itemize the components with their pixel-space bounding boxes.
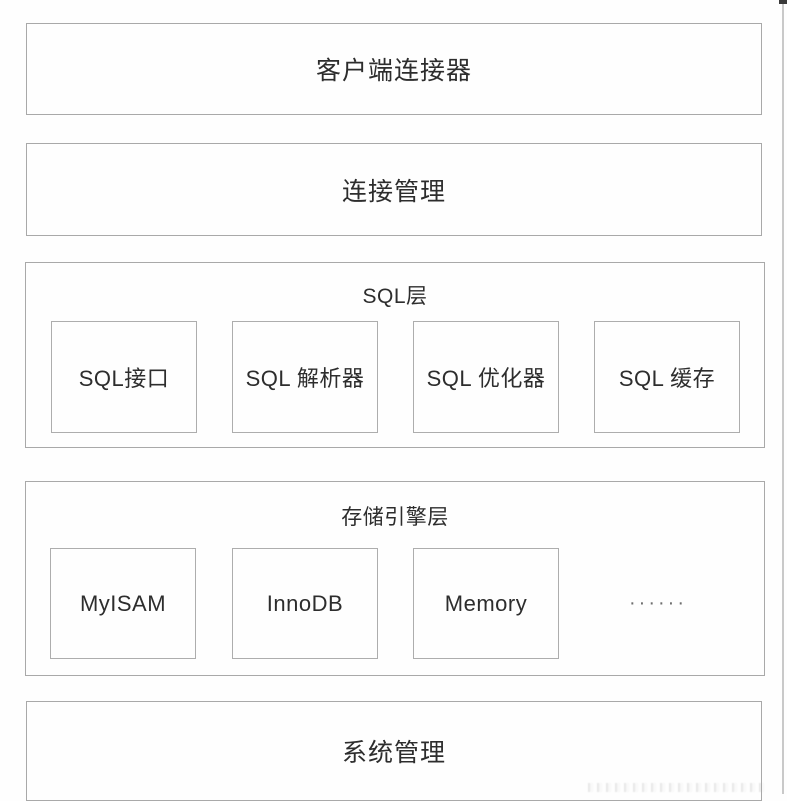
storage-engine-layer-title: 存储引擎层	[341, 506, 449, 529]
sql-cache-box: SQL 缓存	[594, 321, 740, 433]
watermark	[588, 783, 766, 792]
memory-engine-box: Memory	[413, 548, 559, 659]
layer-client-connector: 客户端连接器	[26, 23, 762, 115]
sql-parser-box: SQL 解析器	[232, 321, 378, 433]
more-engines-ellipsis: ······	[629, 592, 687, 614]
myisam-engine-box: MyISAM	[50, 548, 196, 659]
innodb-engine-box: InnoDB	[232, 548, 378, 659]
connection-management-label: 连接管理	[341, 177, 446, 206]
sql-layer-title: SQL层	[362, 285, 428, 308]
layer-connection-management: 连接管理	[26, 143, 762, 236]
sql-optimizer-box: SQL 优化器	[413, 321, 559, 433]
sql-layer-container: SQL层 SQL接口 SQL 解析器 SQL 优化器 SQL 缓存	[25, 262, 765, 448]
layer-system-management: 系统管理	[26, 701, 762, 801]
client-connector-label: 客户端连接器	[315, 57, 472, 85]
page-scrollbar-top-cap	[779, 0, 787, 4]
sql-interface-box: SQL接口	[51, 321, 197, 433]
page-scrollbar-track[interactable]	[782, 0, 784, 794]
storage-engine-layer-container: 存储引擎层 MyISAM InnoDB Memory ······	[25, 481, 765, 676]
system-management-label: 系统管理	[341, 739, 446, 767]
